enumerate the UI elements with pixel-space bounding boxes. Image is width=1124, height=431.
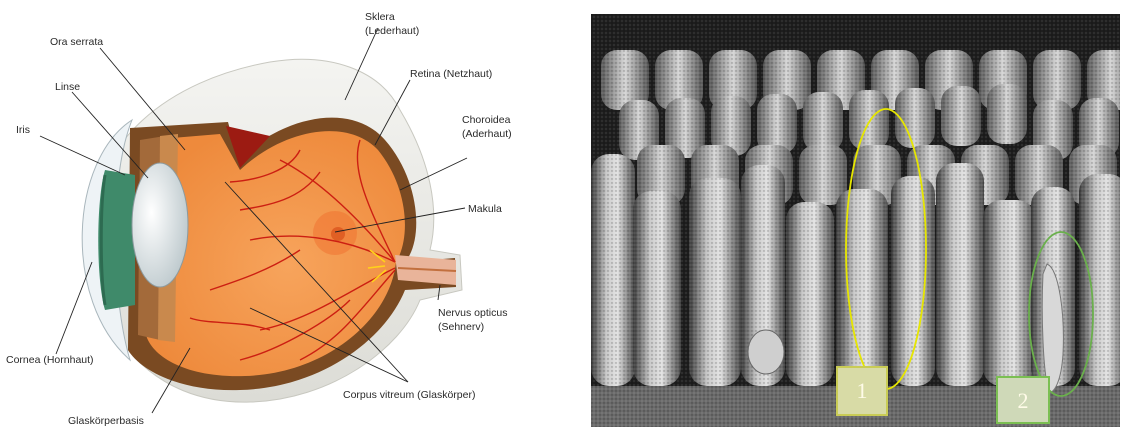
label-choroidea-sub: (Aderhaut) xyxy=(462,128,512,140)
lens xyxy=(132,163,188,287)
marker-1-box: 1 xyxy=(836,366,888,416)
photoreceptor-micrograph: 1 2 xyxy=(591,14,1120,427)
label-linse: Linse xyxy=(55,81,80,93)
label-choroidea: Choroidea xyxy=(462,114,511,126)
label-sklera-sub: (Lederhaut) xyxy=(365,25,419,37)
label-cornea: Cornea (Hornhaut) xyxy=(6,354,94,366)
label-ora-serrata: Ora serrata xyxy=(50,36,103,48)
marker-2-box: 2 xyxy=(996,376,1050,424)
label-nervus-opticus: Nervus opticus xyxy=(438,307,507,319)
label-makula: Makula xyxy=(468,203,502,215)
label-sklera: Sklera xyxy=(365,11,395,23)
label-iris: Iris xyxy=(16,124,30,136)
label-glaskoerperbasis: Glaskörperbasis xyxy=(68,415,144,427)
eye-anatomy-diagram: Sklera (Lederhaut) Ora serrata Retina (N… xyxy=(0,0,580,431)
label-corpus-vitreum: Corpus vitreum (Glaskörper) xyxy=(343,389,475,401)
label-nervus-sub: (Sehnerv) xyxy=(438,321,484,333)
label-retina: Retina (Netzhaut) xyxy=(410,68,492,80)
